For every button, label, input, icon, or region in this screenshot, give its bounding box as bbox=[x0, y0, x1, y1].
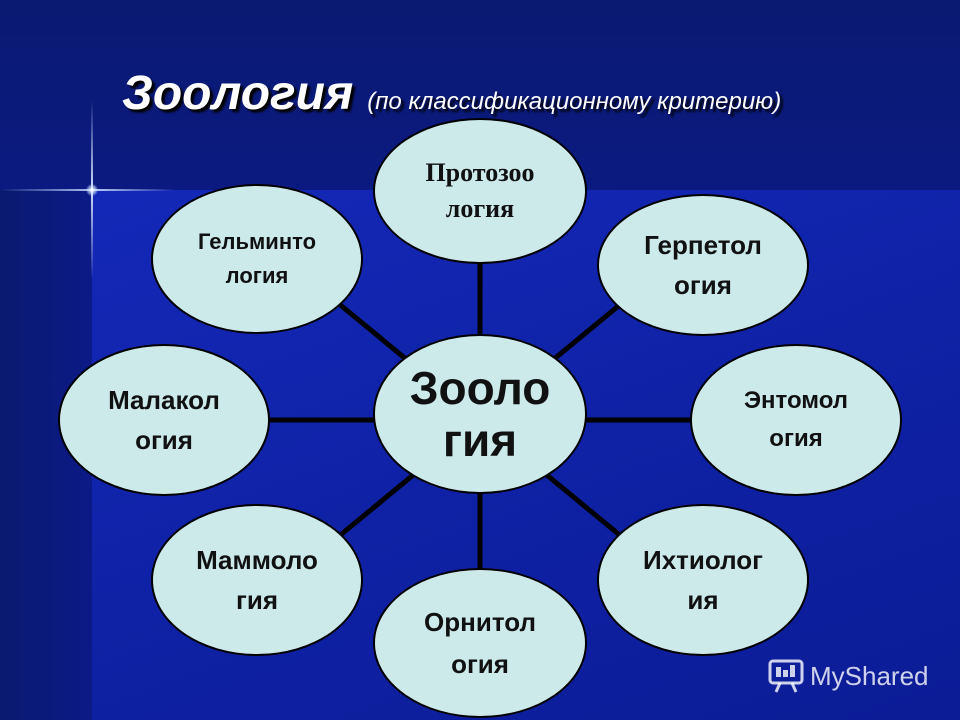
node-entomology: Энтомол огия bbox=[690, 344, 902, 496]
watermark-text: MyShared bbox=[810, 660, 929, 691]
title-main: Зоология bbox=[122, 67, 354, 120]
node-line-2: огия bbox=[674, 270, 732, 300]
node-line-1: Малакол bbox=[108, 385, 220, 415]
node-line-2: логия bbox=[445, 194, 515, 223]
node-line-2: огия bbox=[451, 649, 509, 679]
center-node-zoology: Зооло гия bbox=[373, 334, 587, 494]
node-line-2: огия bbox=[135, 425, 193, 455]
node-line-1: Энтомол bbox=[743, 387, 849, 414]
node-protozoology: Протозоо логия bbox=[373, 118, 587, 264]
node-ichthyology: Ихтиолог ия bbox=[597, 504, 809, 656]
node-line-2: гия bbox=[236, 585, 278, 615]
node-line-2: логия bbox=[225, 263, 289, 288]
node-line-1: Протозоо bbox=[425, 158, 535, 187]
node-line-1: Маммоло bbox=[196, 545, 318, 575]
slide-title: Зоология (по классификационному критерию) bbox=[122, 66, 781, 121]
node-ornithology: Орнитол огия bbox=[373, 568, 587, 718]
presentation-board-icon bbox=[768, 659, 804, 693]
node-line-1: Гельминто bbox=[197, 229, 317, 254]
node-line-1: Орнитол bbox=[424, 607, 536, 637]
node-line-1: Герпетол bbox=[644, 230, 762, 260]
node-line-2: ия bbox=[687, 585, 719, 615]
center-line-2: гия bbox=[442, 414, 518, 466]
node-malacology: Малакол огия bbox=[58, 344, 270, 496]
node-mammalogy: Маммоло гия bbox=[151, 504, 363, 656]
node-herpetology: Герпетол огия bbox=[597, 194, 809, 336]
center-line-1: Зооло bbox=[409, 362, 551, 414]
watermark: MyShared bbox=[768, 656, 929, 696]
node-line-2: огия bbox=[769, 425, 823, 452]
title-subtitle: (по классификационному критерию) bbox=[367, 88, 782, 115]
sparkle-star-icon bbox=[86, 184, 98, 196]
node-line-1: Ихтиолог bbox=[643, 545, 763, 575]
node-helminthology: Гельминто логия bbox=[151, 184, 363, 334]
